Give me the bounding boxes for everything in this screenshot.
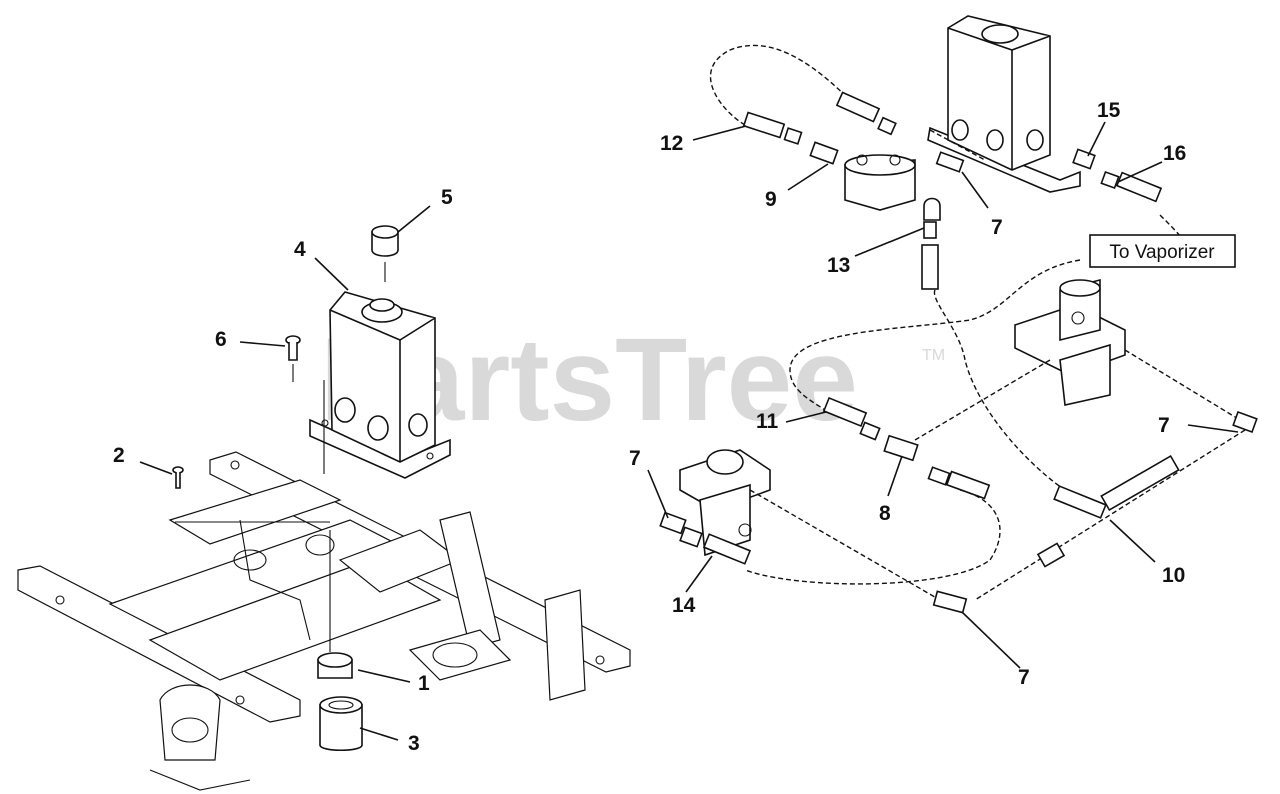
watermark-trademark: TM	[922, 347, 945, 364]
fittings	[659, 91, 1258, 614]
callout-6: 6	[215, 328, 227, 351]
filter-head	[317, 530, 353, 679]
callout-2: 2	[113, 444, 125, 467]
callout-7-bottom: 7	[1018, 666, 1030, 689]
callout-16: 16	[1163, 142, 1186, 165]
callout-9: 9	[765, 188, 777, 211]
callout-10: 10	[1162, 564, 1185, 587]
to-vaporizer-label: To Vaporizer	[1109, 242, 1215, 263]
to-vaporizer-note: To Vaporizer	[1089, 234, 1236, 268]
callouts: 1 2 3 4 5 6 7 7 7 7 8 9 10 11 12 13 14 1…	[113, 99, 1186, 755]
hydraulic-pump	[1014, 278, 1126, 406]
upper-reservoir	[927, 15, 1081, 193]
callout-14: 14	[672, 594, 696, 617]
callout-3: 3	[408, 732, 420, 755]
callout-13: 13	[827, 254, 850, 277]
reservoir-cap	[371, 225, 399, 282]
callout-7-upper: 7	[991, 216, 1003, 239]
reservoir-tank	[309, 291, 451, 479]
callout-12: 12	[660, 132, 683, 155]
callout-11: 11	[756, 410, 779, 433]
callout-7-left: 7	[629, 447, 641, 470]
callout-4: 4	[294, 238, 306, 261]
filter-head-upper	[844, 154, 916, 211]
callout-1: 1	[418, 672, 430, 695]
callout-8: 8	[879, 502, 891, 525]
callout-7-right: 7	[1158, 414, 1170, 437]
callout-15: 15	[1097, 99, 1121, 122]
screw-2	[172, 466, 184, 489]
filter-element	[319, 696, 363, 752]
hoses	[709, 44, 1246, 601]
screw-6	[285, 335, 301, 382]
chassis-frame	[17, 451, 631, 791]
callout-5: 5	[441, 186, 453, 209]
leader-lines	[139, 121, 1239, 741]
